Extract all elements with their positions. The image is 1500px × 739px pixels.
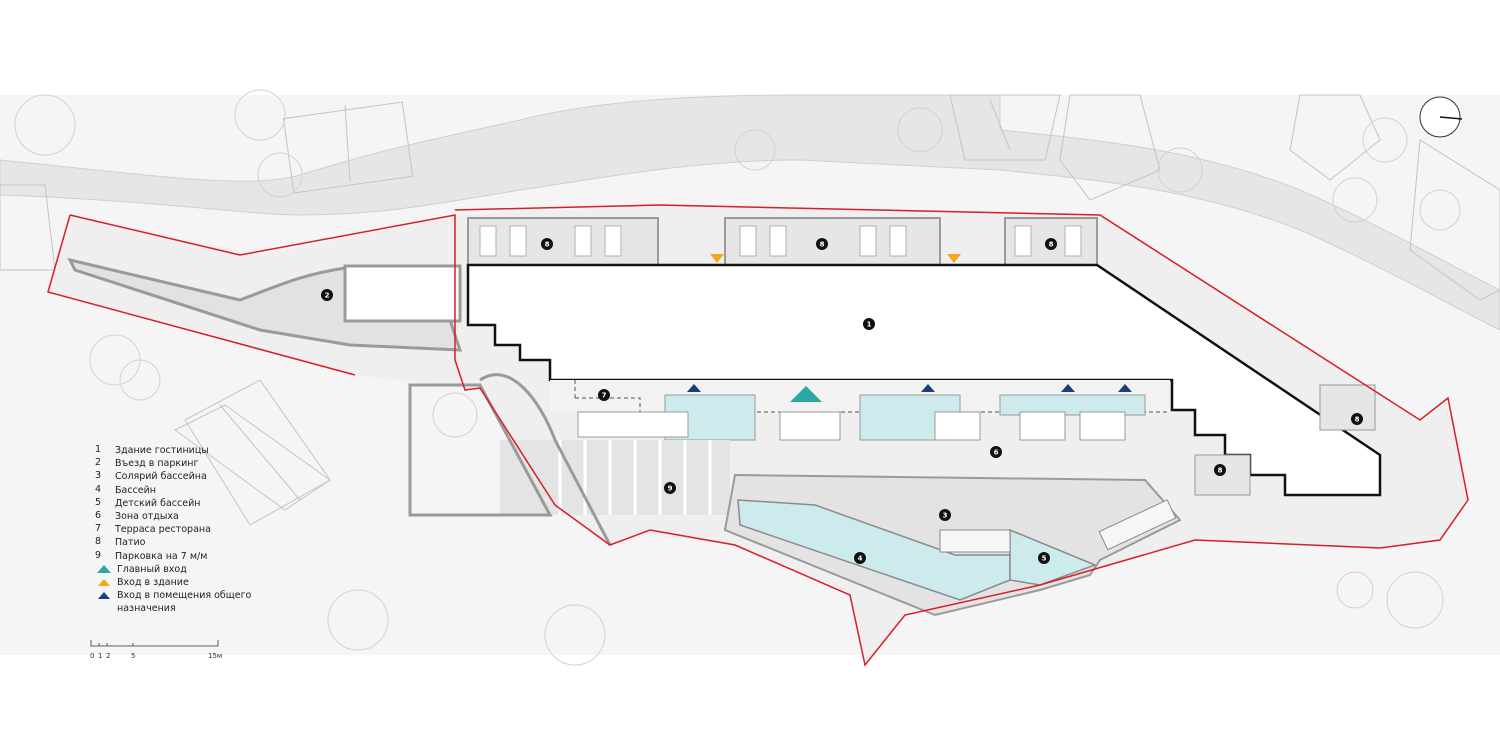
- legend-item: 9 Парковка на 7 м/м: [95, 550, 277, 563]
- legend-label: Зона отдыха: [115, 510, 179, 522]
- scale-bar: 0 1 2 5 15м: [90, 638, 223, 662]
- legend-label: Въезд в паркинг: [115, 458, 199, 470]
- marker-9: 9: [668, 485, 673, 493]
- marker-8c: 8: [1049, 241, 1054, 249]
- legend-label: Здание гостиницы: [115, 445, 209, 456]
- zone-markers: 1 2 3 4 5 6 7 8 8 8 8 8 9: [321, 238, 1363, 564]
- marker-6: 6: [994, 449, 999, 457]
- upper-patios: [467, 217, 1098, 266]
- legend: 1 Здание гостиницы 2 Въезд в паркинг 3 Соля…: [95, 444, 277, 615]
- legend-label: Главный вход: [117, 563, 187, 575]
- marker-1: 1: [867, 321, 872, 329]
- legend-num: 3: [95, 470, 102, 482]
- legend-num: 7: [95, 523, 102, 535]
- marker-8e: 8: [1218, 467, 1223, 475]
- pool-deck-platform: [939, 529, 1011, 553]
- site-boundary: [69, 204, 1469, 667]
- legend-item: 7 Терраса ресторана: [95, 523, 277, 536]
- marker-8d: 8: [1355, 416, 1360, 424]
- legend-num: 9: [95, 549, 102, 561]
- legend-item: 3 Солярий бассейна: [95, 470, 277, 483]
- marker-4: 4: [858, 555, 863, 563]
- legend-symbol-main: Главный вход: [95, 563, 277, 576]
- marker-8a: 8: [545, 241, 550, 249]
- legend-symbol-building: Вход в здание: [95, 576, 277, 589]
- legend-num: 2: [95, 457, 102, 469]
- public-entrance-marker-1: [687, 384, 701, 392]
- legend-num: 1: [95, 444, 102, 455]
- public-entrance-icon: [98, 592, 110, 600]
- neighbour-buildings: [0, 94, 1500, 526]
- legend-item: 8 Патио: [95, 536, 277, 549]
- legend-num: 8: [95, 536, 102, 548]
- scale-label-15: 15м: [208, 652, 223, 660]
- public-entrance-marker-2: [921, 384, 935, 392]
- legend-symbol-public: Вход в помещения общего назначения: [95, 589, 277, 615]
- building-entrance-marker-2: [947, 254, 961, 263]
- legend-label: Патио: [115, 537, 146, 549]
- pool-bridge: [1098, 499, 1177, 551]
- legend-label: Терраса ресторана: [115, 524, 211, 536]
- legend-item: 5 Детский бассейн: [95, 497, 277, 510]
- patio-east: [1319, 384, 1376, 431]
- public-entrance-marker-3: [1061, 384, 1075, 392]
- main-entrance-icon: [97, 564, 111, 573]
- legend-item: 6 Зона отдыха: [95, 510, 277, 523]
- legend-label: Солярий бассейна: [115, 471, 207, 483]
- access-path: [479, 373, 612, 546]
- scale-label-2: 2: [106, 652, 111, 660]
- scale-labels: 0 1 2 5 15м: [90, 652, 223, 662]
- marker-5: 5: [1042, 555, 1047, 563]
- parking-entry: [343, 264, 462, 323]
- legend-label: Вход в помещения общего назначения: [117, 590, 252, 615]
- legend-item: 2 Въезд в паркинг: [95, 457, 277, 470]
- marker-8b: 8: [820, 241, 825, 249]
- legend-num: 6: [95, 509, 102, 521]
- patio-lower-right: [1194, 454, 1251, 496]
- public-entrance-marker-4: [1118, 384, 1132, 392]
- legend-item: 4 Бассейн: [95, 484, 277, 497]
- site-boundary-west: [47, 214, 356, 376]
- marker-2: 2: [325, 292, 330, 300]
- scale-label-1: 1: [98, 652, 103, 660]
- building-entrance-icon: [98, 578, 110, 586]
- main-entrance-marker: [790, 386, 822, 402]
- marker-3: 3: [943, 512, 948, 520]
- scale-bar-graphic: [90, 640, 219, 647]
- building-entrance-marker-1: [710, 254, 724, 263]
- legend-label: Вход в здание: [117, 576, 189, 588]
- legend-label: Парковка на 7 м/м: [115, 550, 208, 562]
- ramp: [67, 257, 463, 352]
- scale-label-0: 0: [90, 652, 95, 660]
- legend-item: 1 Здание гостиницы: [95, 444, 277, 457]
- terrace-zone: [550, 380, 1170, 441]
- scale-label-5: 5: [131, 652, 136, 660]
- marker-7: 7: [602, 392, 607, 400]
- legend-label: Бассейн: [115, 484, 157, 496]
- north-arrow-icon: [1419, 96, 1463, 138]
- road: [0, 94, 1500, 331]
- parking-stripes: [500, 440, 730, 515]
- legend-num: 4: [95, 483, 102, 495]
- legend-label: Детский бассейн: [115, 497, 201, 509]
- lower-retaining-wall: [408, 383, 553, 517]
- legend-num: 5: [95, 496, 102, 508]
